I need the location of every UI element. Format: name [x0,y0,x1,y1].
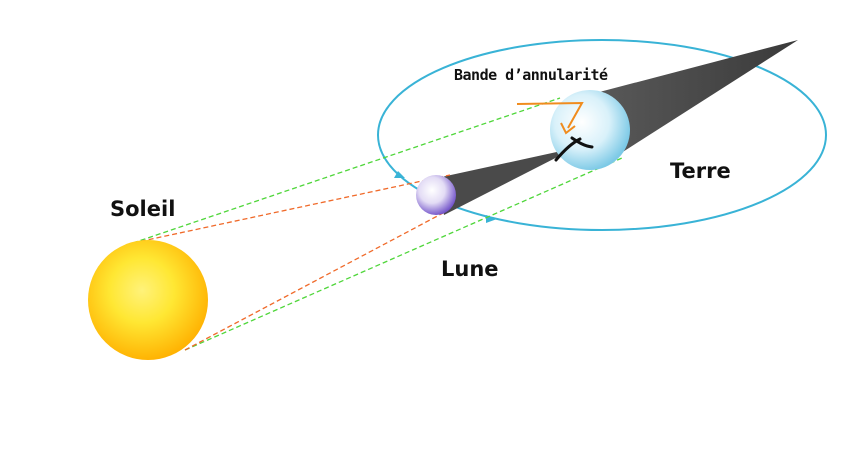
moon-orbit [377,39,827,231]
sun [88,240,208,360]
tangent-inner-lower [184,211,446,351]
annularity-path [554,136,594,162]
earth [550,90,630,170]
moon-shadow-cone [437,148,575,215]
tangent-inner-upper [132,174,451,244]
tangent-outer-lower [184,157,623,351]
moon [416,175,456,215]
tangent-outer-upper [132,97,561,244]
label-sun: Soleil [110,197,175,221]
earth-shadow-cone [588,40,798,155]
band-pointer-line [516,101,584,129]
band-pointer-arrowhead [560,122,576,135]
orbit-arrow-left [394,171,405,178]
label-moon: Lune [441,257,499,281]
label-band: Bande d’annularité [454,66,608,84]
orbit-arrow-bottom [486,215,497,223]
label-earth: Terre [670,159,731,183]
